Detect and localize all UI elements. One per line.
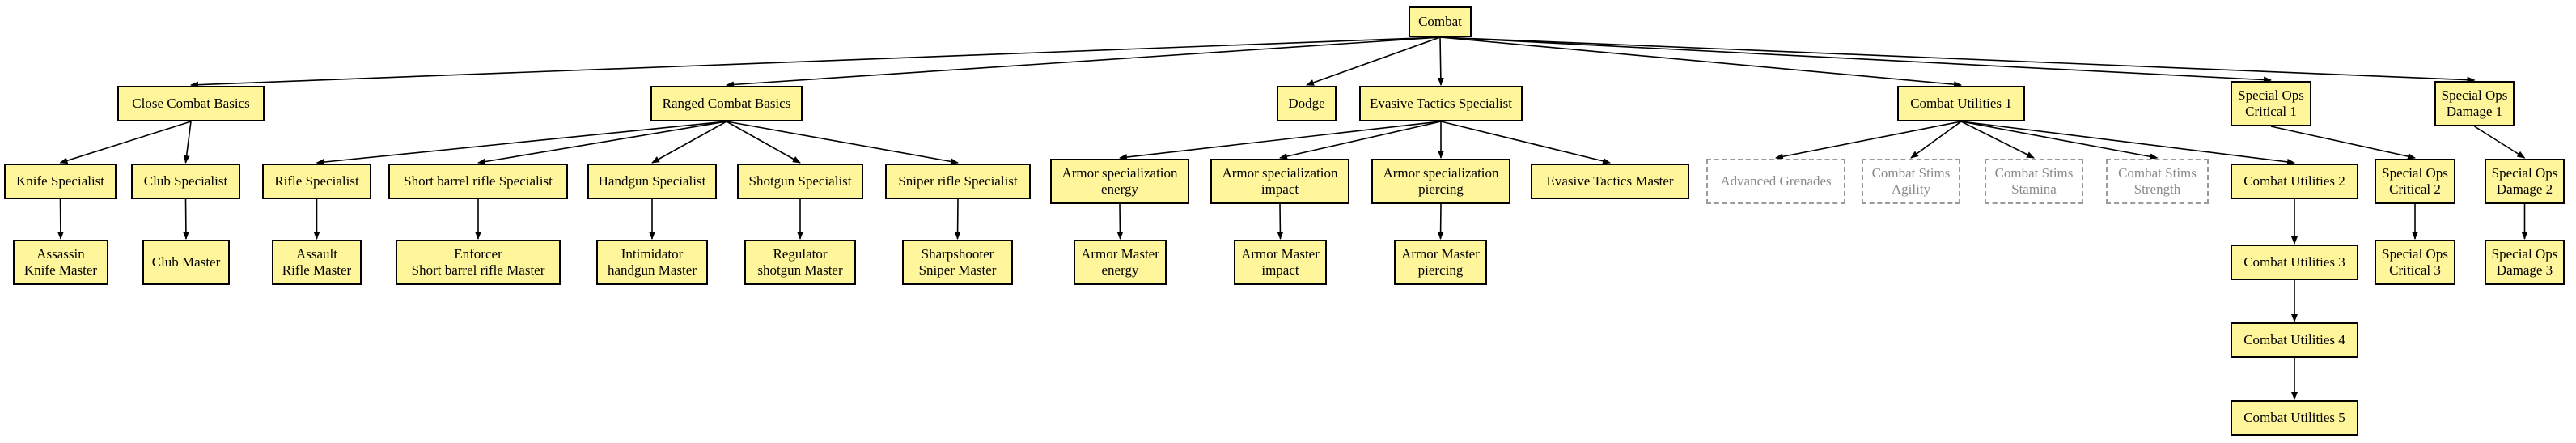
edge-ranged-combat-basics-to-rifle-specialist xyxy=(316,121,727,166)
edge-armor-specialization-energy-to-armor-master-energy xyxy=(1116,203,1124,240)
edge-combat-utilities-1-to-combat-stims-agility xyxy=(1910,121,1962,159)
edge-combat-to-close-combat-basics xyxy=(190,36,1441,88)
edge-combat-to-combat-utilities-1 xyxy=(1439,36,1962,88)
node-combat-stims-stamina: Combat Stims Stamina xyxy=(1985,159,2083,204)
edge-club-specialist-to-club-master xyxy=(182,198,189,240)
edge-combat-utilities-1-to-combat-stims-strength xyxy=(1960,121,2159,160)
node-armor-specialization-energy: Armor specialization energy xyxy=(1050,159,1189,204)
edge-ranged-combat-basics-to-short-barrel-rifle-specialist xyxy=(477,121,727,165)
node-combat-utilities-5: Combat Utilities 5 xyxy=(2231,400,2358,436)
node-combat-stims-strength: Combat Stims Strength xyxy=(2106,159,2209,204)
node-combat-stims-agility: Combat Stims Agility xyxy=(1862,159,1960,204)
edge-evasive-tactics-specialist-to-armor-specialization-energy xyxy=(1119,121,1442,160)
node-rifle-specialist: Rifle Specialist xyxy=(262,164,371,199)
edge-evasive-tactics-specialist-to-armor-specialization-impact xyxy=(1279,121,1442,160)
edge-combat-to-ranged-combat-basics xyxy=(726,36,1441,88)
node-special-ops-critical-1: Special Ops Critical 1 xyxy=(2231,81,2311,126)
edge-combat-to-special-ops-critical-1 xyxy=(1439,36,2272,83)
node-evasive-tactics-specialist: Evasive Tactics Specialist xyxy=(1359,86,1523,121)
node-armor-specialization-impact: Armor specialization impact xyxy=(1210,159,1349,204)
node-armor-master-piercing: Armor Master piercing xyxy=(1394,240,1487,285)
edge-special-ops-critical-1-to-special-ops-critical-2 xyxy=(2270,126,2416,160)
node-intimidator-handgun-master: Intimidator handgun Master xyxy=(596,240,708,285)
edge-sniper-rifle-specialist-to-sharpshooter-sniper-master xyxy=(954,198,961,240)
node-special-ops-damage-2: Special Ops Damage 2 xyxy=(2485,159,2565,204)
node-special-ops-critical-3: Special Ops Critical 3 xyxy=(2375,240,2455,285)
edge-combat-to-dodge xyxy=(1306,36,1441,86)
node-ranged-combat-basics: Ranged Combat Basics xyxy=(650,86,803,121)
node-shotgun-specialist: Shotgun Specialist xyxy=(737,164,863,199)
node-club-master: Club Master xyxy=(142,240,230,285)
node-sniper-rifle-specialist: Sniper rifle Specialist xyxy=(885,164,1031,199)
node-dodge: Dodge xyxy=(1277,86,1337,121)
node-advanced-grenades: Advanced Grenades xyxy=(1706,159,1845,204)
edge-ranged-combat-basics-to-sniper-rifle-specialist xyxy=(726,121,959,165)
node-special-ops-damage-3: Special Ops Damage 3 xyxy=(2485,240,2565,285)
node-armor-specialization-piercing: Armor specialization piercing xyxy=(1371,159,1510,204)
edge-close-combat-basics-to-knife-specialist xyxy=(59,121,192,164)
node-regulator-shotgun-master: Regulator shotgun Master xyxy=(744,240,856,285)
node-assault-rifle-master: Assault Rifle Master xyxy=(272,240,362,285)
edge-armor-specialization-impact-to-armor-master-impact xyxy=(1277,203,1284,240)
edges-layer xyxy=(57,36,2528,400)
edge-close-combat-basics-to-club-specialist xyxy=(183,121,192,164)
edge-ranged-combat-basics-to-shotgun-specialist xyxy=(726,121,801,164)
edge-combat-utilities-1-to-combat-utilities-2 xyxy=(1960,121,2295,165)
node-club-specialist: Club Specialist xyxy=(131,164,240,199)
edge-combat-to-evasive-tactics-specialist xyxy=(1437,36,1444,86)
node-combat-utilities-1: Combat Utilities 1 xyxy=(1897,86,2025,121)
node-short-barrel-rifle-specialist: Short barrel rifle Specialist xyxy=(388,164,568,199)
node-combat: Combat xyxy=(1409,6,1472,37)
node-knife-specialist: Knife Specialist xyxy=(4,164,117,199)
edge-evasive-tactics-specialist-to-evasive-tactics-master xyxy=(1440,121,1611,164)
node-assassin-knife-master: Assassin Knife Master xyxy=(13,240,108,285)
node-enforcer-short-barrel-rifle-master: Enforcer Short barrel rifle Master xyxy=(396,240,561,285)
node-combat-utilities-2: Combat Utilities 2 xyxy=(2231,164,2358,199)
node-close-combat-basics: Close Combat Basics xyxy=(117,86,265,121)
node-armor-master-impact: Armor Master impact xyxy=(1234,240,1327,285)
node-special-ops-critical-2: Special Ops Critical 2 xyxy=(2375,159,2455,204)
edge-armor-specialization-piercing-to-armor-master-piercing xyxy=(1437,203,1444,240)
node-combat-utilities-3: Combat Utilities 3 xyxy=(2231,245,2358,280)
edge-special-ops-damage-1-to-special-ops-damage-2 xyxy=(2474,126,2526,159)
edge-combat-to-special-ops-damage-1 xyxy=(1439,36,2476,83)
node-armor-master-energy: Armor Master energy xyxy=(1074,240,1167,285)
edge-ranged-combat-basics-to-handgun-specialist xyxy=(651,121,727,164)
node-special-ops-damage-1: Special Ops Damage 1 xyxy=(2434,81,2515,126)
node-handgun-specialist: Handgun Specialist xyxy=(587,164,717,199)
edge-combat-utilities-1-to-combat-stims-stamina xyxy=(1960,121,2035,159)
node-combat-utilities-4: Combat Utilities 4 xyxy=(2231,322,2358,358)
node-evasive-tactics-master: Evasive Tactics Master xyxy=(1531,164,1689,199)
node-sharpshooter-sniper-master: Sharpshooter Sniper Master xyxy=(902,240,1013,285)
edge-combat-utilities-1-to-advanced-grenades xyxy=(1775,121,1962,160)
